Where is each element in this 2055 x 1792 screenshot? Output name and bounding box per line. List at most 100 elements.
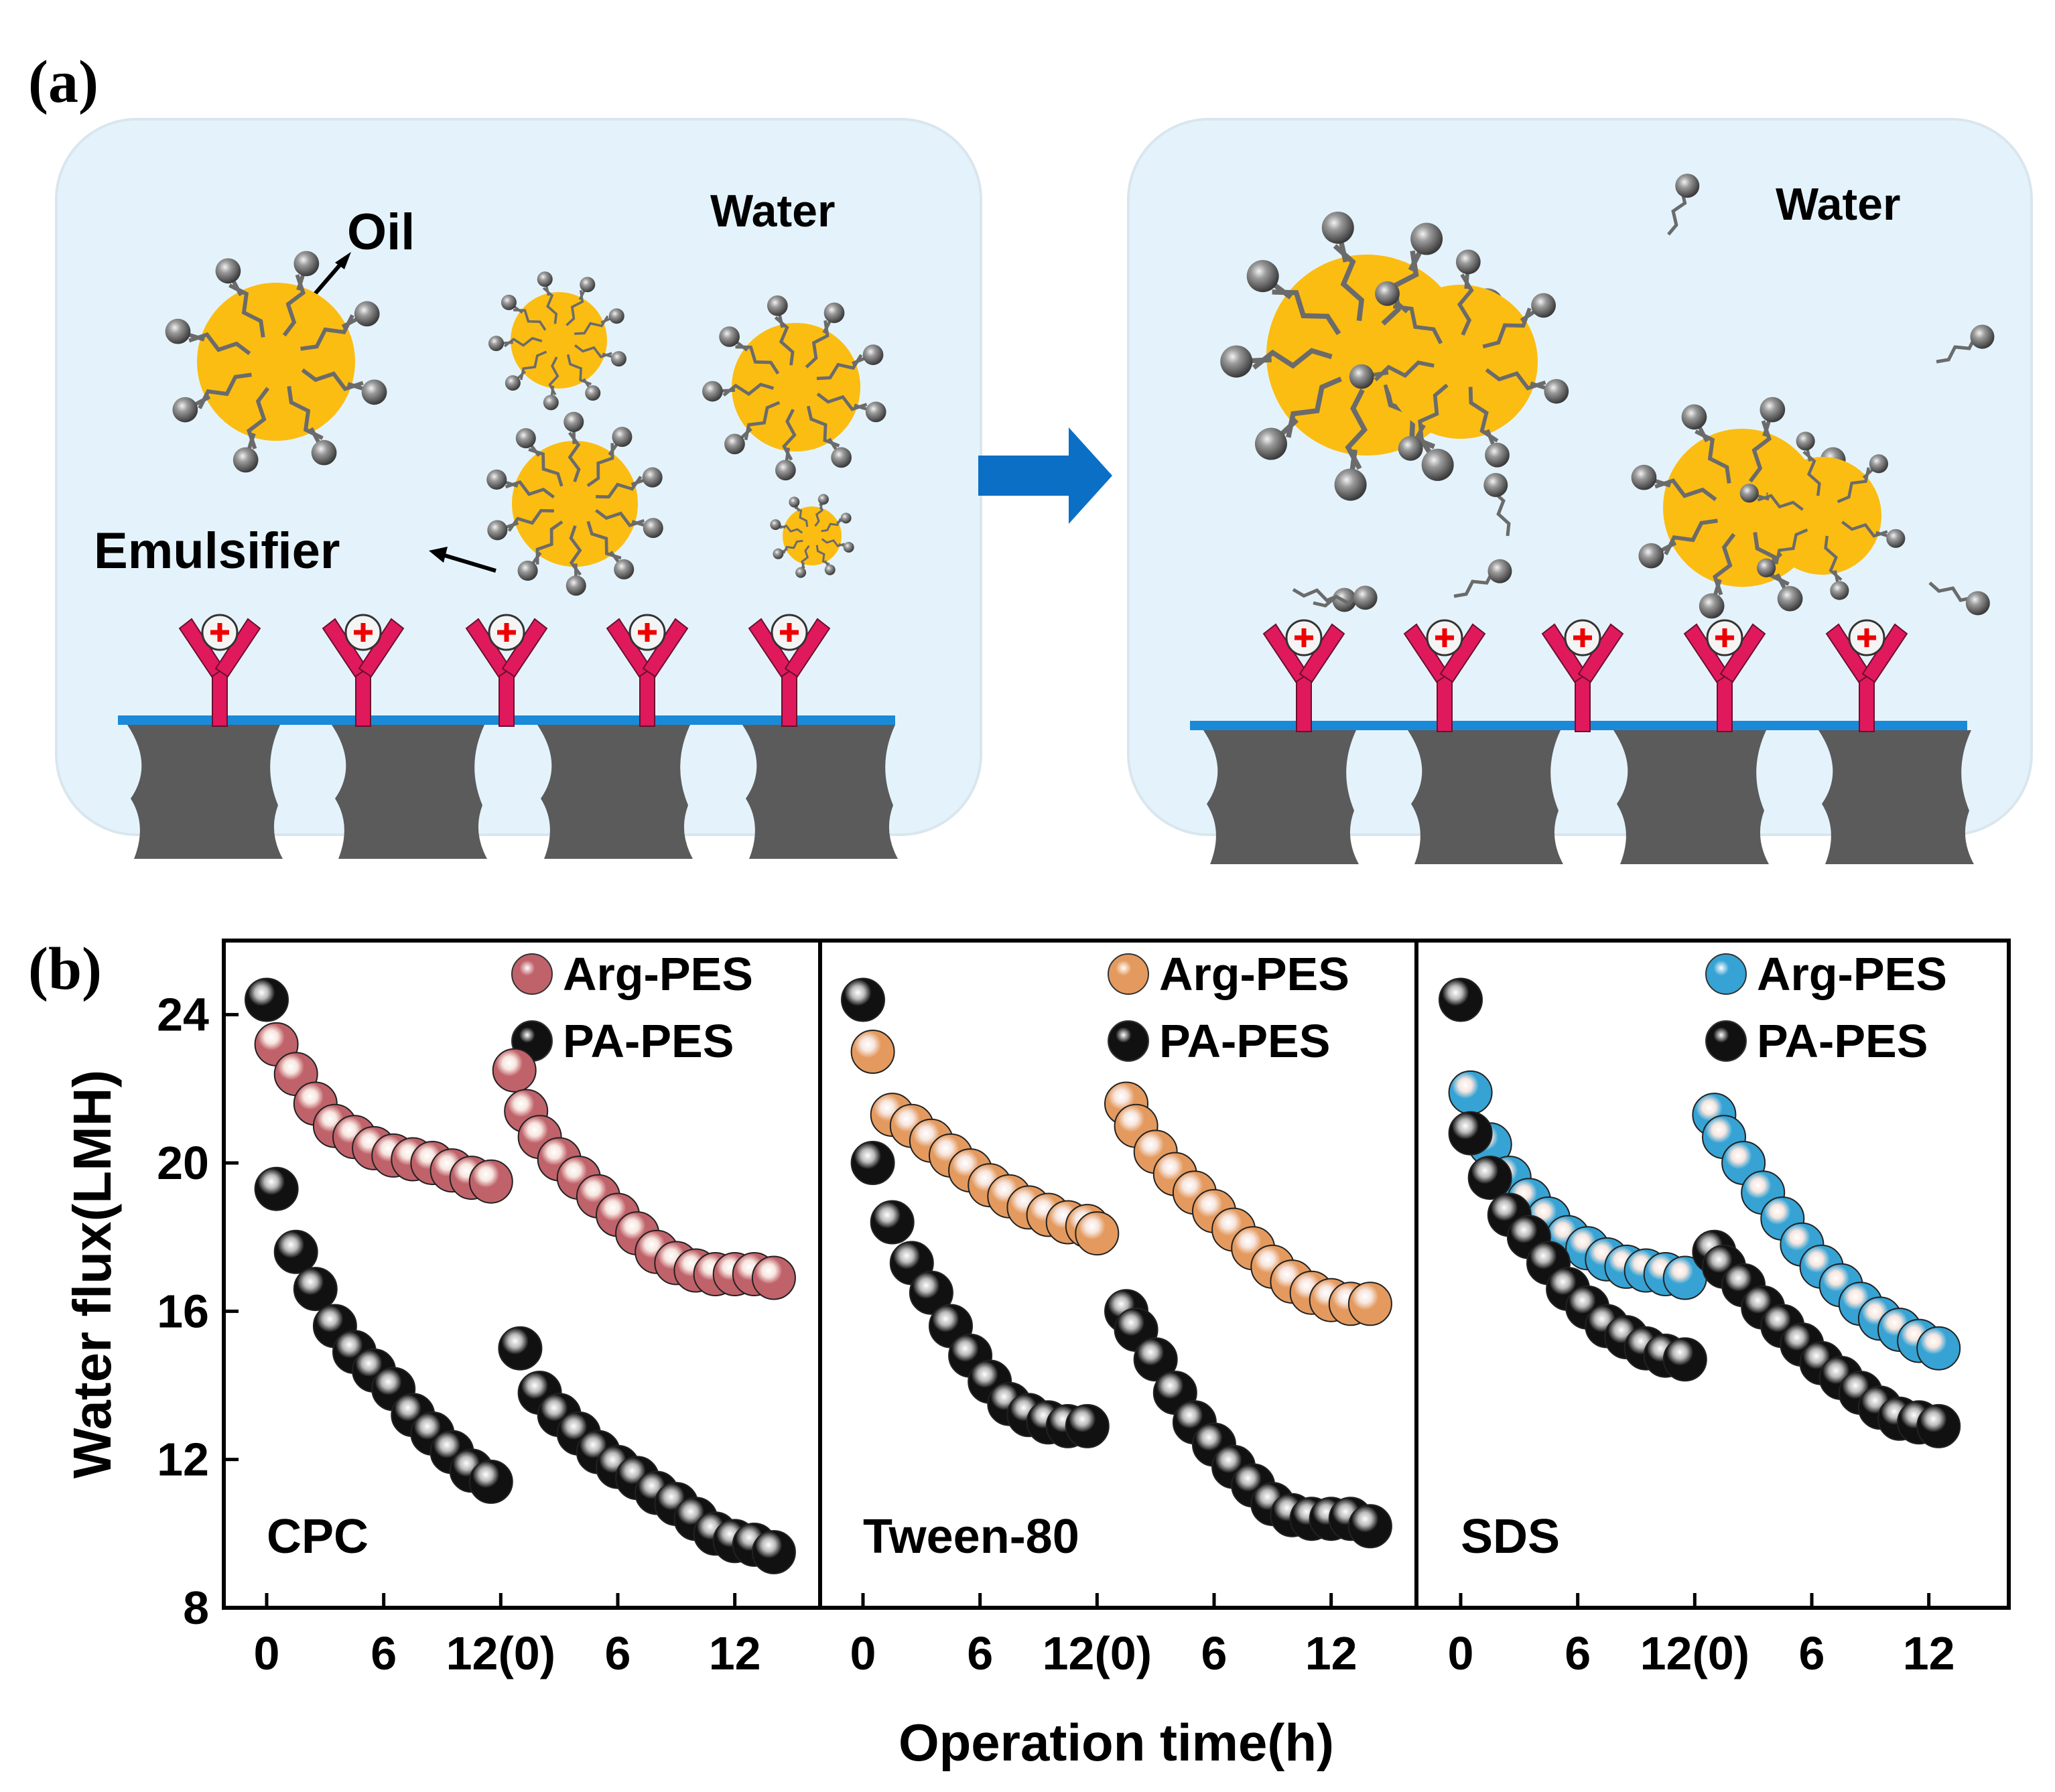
oil-droplet: [512, 441, 638, 567]
surfactant-head: [1675, 174, 1700, 198]
y-tick-label: 8: [183, 1582, 209, 1634]
surfactant-head: [1681, 404, 1707, 430]
x-tick-label: 12(0): [446, 1627, 555, 1679]
antibody-arm: [501, 618, 548, 678]
surfactant-head: [1886, 529, 1906, 548]
data-point: [498, 1326, 543, 1371]
data-point: [1448, 1111, 1493, 1156]
surfactant-head: [537, 271, 553, 287]
surfactant-tail: [1313, 593, 1361, 608]
data-point: [850, 1141, 895, 1185]
panel-a-label: (a): [28, 49, 98, 115]
surfactant-head: [831, 447, 852, 468]
surfactant-head: [1485, 442, 1510, 468]
surfactant-head: [172, 397, 198, 423]
support-pillar: [332, 725, 487, 859]
oil-droplet: [732, 323, 860, 452]
surfactant-head: [1631, 464, 1657, 490]
data-point: [245, 977, 289, 1022]
surfactant-head: [1869, 454, 1889, 474]
surfactant-head: [612, 427, 633, 447]
surfactant-head: [865, 401, 886, 423]
data-point: [850, 1030, 895, 1074]
surfactant-head: [770, 519, 781, 531]
antibody-row-right: [1262, 619, 1908, 732]
antibody-stem: [1575, 673, 1591, 732]
surfactant-tail: [1936, 335, 1977, 364]
legend-label: PA-PES: [1159, 1015, 1330, 1067]
membrane-support-right: [1203, 730, 1974, 864]
y-tick-label: 24: [157, 989, 209, 1041]
data-point: [841, 977, 885, 1022]
panel-name: Tween-80: [863, 1510, 1079, 1564]
x-tick-label: 0: [850, 1627, 876, 1679]
surfactant-head: [642, 467, 663, 488]
surfactant-head: [487, 520, 508, 541]
water-label-right: Water: [1776, 179, 1900, 230]
antibody-stem: [639, 668, 655, 727]
y-tick-label: 16: [157, 1285, 209, 1337]
surfactant-head: [580, 277, 596, 293]
oil-label: Oil: [347, 204, 415, 261]
antibody-arm: [1719, 623, 1766, 683]
data-point: [1133, 1337, 1178, 1382]
free-emulsifiers: [1292, 174, 1995, 616]
surfactant-head: [354, 301, 380, 327]
surfactant-head: [1756, 558, 1776, 577]
support-pillar: [537, 725, 693, 859]
x-tick-label: 6: [1565, 1627, 1591, 1679]
data-point: [468, 1159, 513, 1204]
x-tick-label: 12: [1305, 1627, 1357, 1679]
plus-icon: [1435, 628, 1454, 647]
surfactant-head: [501, 294, 517, 310]
surfactant-head: [311, 439, 337, 466]
x-tick-label: 6: [605, 1627, 631, 1679]
panel-a-right: Water: [1127, 118, 2033, 864]
surfactant-head: [773, 548, 784, 559]
x-tick-label: 12(0): [1043, 1627, 1152, 1679]
antibody-arm: [1299, 623, 1345, 683]
plus-icon: [354, 623, 373, 642]
surfactant-head: [608, 308, 624, 324]
surfactant-head: [775, 460, 796, 481]
data-point: [492, 1048, 537, 1093]
surfactant-head: [1483, 473, 1508, 498]
surfactant-head: [517, 560, 538, 581]
surfactant-head: [564, 411, 584, 432]
x-tick-label: 12: [1903, 1627, 1955, 1679]
water-label-left: Water: [710, 186, 835, 236]
surfactant-head: [1421, 448, 1454, 481]
surfactant-tail: [1453, 569, 1495, 598]
surfactant-head: [1455, 249, 1481, 275]
x-tick-label: 6: [967, 1627, 993, 1679]
oil-pointer-head: [335, 252, 351, 269]
panel-name: SDS: [1461, 1510, 1560, 1564]
antibody-arm: [642, 618, 689, 678]
emulsifier-pointer-arrow: [442, 553, 496, 573]
data-point: [1347, 1282, 1392, 1326]
surfactant-head: [165, 318, 191, 344]
surfactant-head: [719, 326, 740, 347]
surfactant-head: [789, 496, 800, 508]
antibody-arm: [1439, 623, 1486, 683]
surfactant-head: [1760, 397, 1786, 423]
surfactant-head: [566, 575, 586, 596]
plus-icon: [1857, 628, 1876, 647]
data-point: [751, 1255, 796, 1300]
surfactant-head: [215, 258, 241, 284]
surfactant-head: [823, 302, 845, 324]
support-pillar: [1408, 730, 1563, 864]
data-point: [1347, 1504, 1392, 1549]
data-point: [1439, 977, 1483, 1022]
oil-droplet: [783, 506, 842, 565]
oil-droplet: [197, 283, 355, 441]
x-tick-label: 6: [1799, 1627, 1825, 1679]
data-point: [909, 1270, 953, 1315]
x-tick-label: 0: [1448, 1627, 1474, 1679]
antibody-arm: [214, 618, 261, 678]
legend-label: Arg-PES: [1757, 948, 1947, 1000]
surfactant-head: [840, 512, 852, 524]
legend-marker: [1705, 1020, 1747, 1062]
